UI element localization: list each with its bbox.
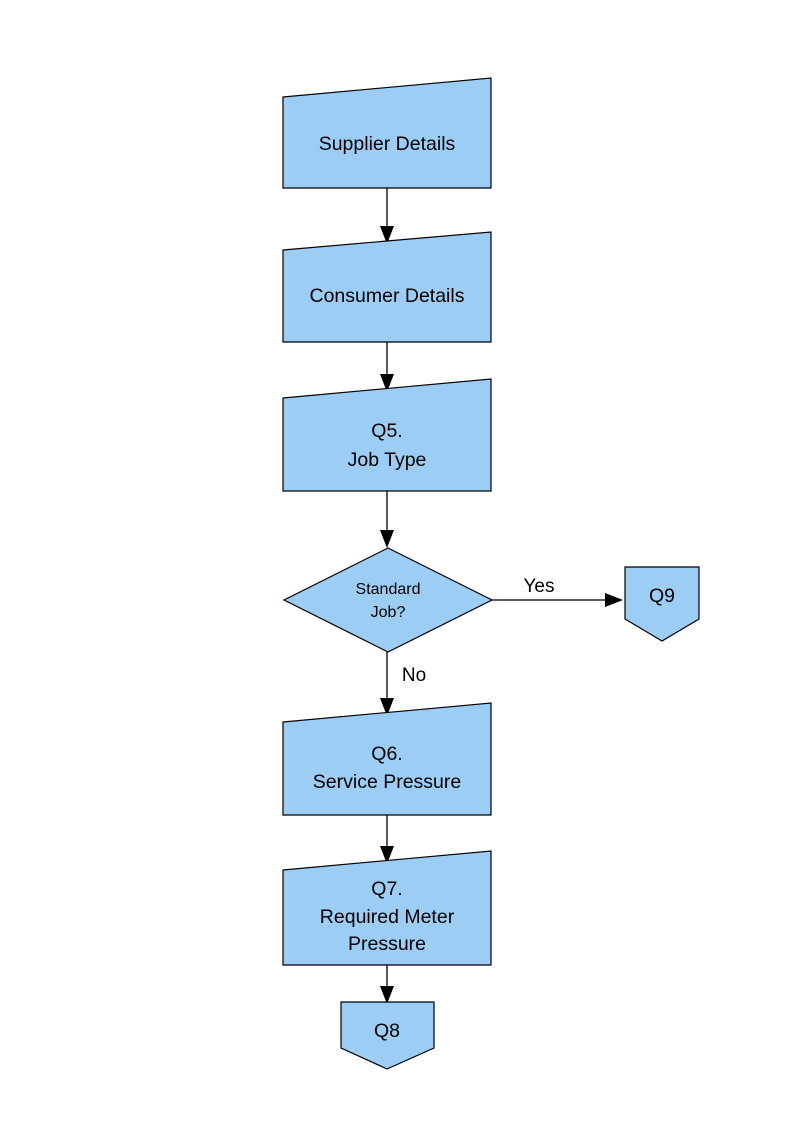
arrow-head-icon (380, 530, 394, 548)
node-shape-offpage-connector[interactable] (624, 566, 700, 642)
node-label-line-2: Job Type (348, 449, 427, 471)
node-label-line-1: Q5. (371, 420, 402, 442)
edge-decision-to-q6-no: No (380, 652, 426, 716)
node-label-line-1: Q8 (374, 1020, 400, 1042)
arrow-head-icon (380, 846, 394, 864)
arrow-head-icon (380, 698, 394, 716)
node-shape-process[interactable] (282, 231, 492, 343)
node-q7-required-meter-pressure[interactable]: Q7. Required Meter Pressure (282, 850, 492, 966)
node-shape-process[interactable] (282, 850, 492, 966)
node-shape-offpage-connector[interactable] (340, 1001, 435, 1070)
edge-q6-to-q7 (380, 815, 394, 864)
node-label-line-1: Consumer Details (310, 285, 465, 307)
node-label-line-1: Supplier Details (319, 133, 456, 155)
node-shape-process[interactable] (282, 702, 492, 816)
node-q6-service-pressure[interactable]: Q6. Service Pressure (282, 702, 492, 816)
node-q9-connector[interactable]: Q9 (624, 566, 700, 642)
node-label-line-1: Q9 (649, 585, 675, 607)
node-shape-process[interactable] (282, 378, 492, 492)
edge-consumer-to-q5 (380, 342, 394, 392)
node-label-line-2: Required Meter (320, 906, 455, 928)
node-shape-decision[interactable] (282, 547, 494, 653)
arrow-head-icon (380, 226, 394, 244)
arrow-head-icon (380, 374, 394, 392)
node-standard-job-decision[interactable]: Standard Job? (282, 547, 494, 653)
edge-label-no: No (402, 665, 426, 686)
node-label-line-1: Standard (356, 581, 421, 598)
node-label-line-3: Pressure (348, 933, 426, 955)
node-consumer-details[interactable]: Consumer Details (282, 231, 492, 343)
edge-q7-to-q8 (380, 965, 394, 1004)
node-label-line-1: Q7. (371, 878, 402, 900)
node-q8-connector[interactable]: Q8 (340, 1001, 435, 1070)
node-label-line-1: Q6. (371, 743, 402, 765)
edge-supplier-to-consumer (380, 188, 394, 244)
edge-q5-to-decision (380, 491, 394, 548)
node-label-line-2: Job? (371, 604, 406, 621)
edge-label-yes: Yes (524, 576, 555, 597)
node-q5-job-type[interactable]: Q5. Job Type (282, 378, 492, 492)
arrow-head-icon (605, 593, 623, 607)
node-shape-process[interactable] (282, 77, 492, 189)
node-label-line-2: Service Pressure (313, 771, 461, 793)
arrow-head-icon (380, 986, 394, 1004)
node-supplier-details[interactable]: Supplier Details (282, 77, 492, 189)
edge-decision-to-q9-yes: Yes (492, 576, 623, 607)
